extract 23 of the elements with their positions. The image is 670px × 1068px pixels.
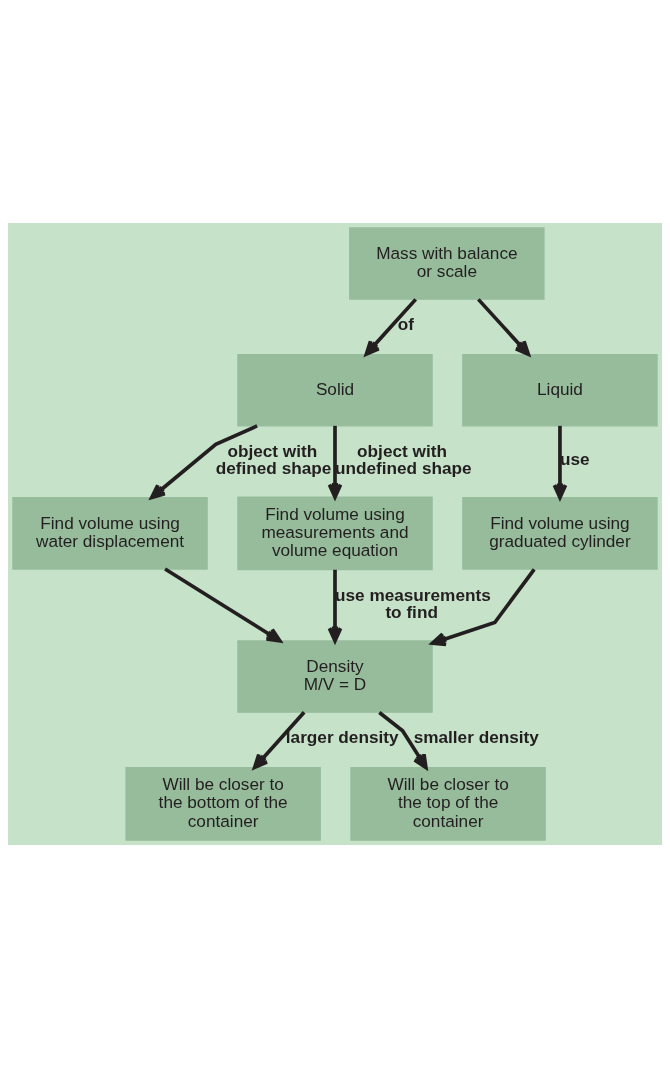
node-box: Liquid	[462, 353, 658, 427]
node-box: Find volume using graduated cylinder	[462, 497, 658, 570]
arrow	[477, 298, 531, 356]
node-box: Will be closer to the top of the container	[350, 766, 546, 841]
arrow	[164, 567, 282, 643]
arrow	[252, 711, 306, 770]
arrow	[430, 568, 536, 647]
node-box: Will be closer to the bottom of the container	[125, 766, 321, 841]
node-box: Solid	[237, 353, 433, 427]
edge-label: of	[397, 314, 414, 335]
node-box: Density M/V = D	[237, 640, 433, 713]
arrow	[364, 298, 418, 356]
arrow	[327, 425, 343, 499]
arrow	[378, 711, 428, 770]
node-box: Mass with balance or scale	[349, 227, 545, 300]
node-box: Find volume using measurements and volume equation	[237, 496, 433, 571]
edge-label: object with defined shape	[215, 440, 332, 479]
arrow	[150, 424, 258, 500]
node-box: Find volume using water displacement	[12, 497, 208, 570]
edge-label: smaller density	[413, 727, 539, 748]
arrow	[552, 425, 568, 500]
edge-label: larger density	[285, 727, 399, 748]
arrow	[327, 569, 343, 643]
